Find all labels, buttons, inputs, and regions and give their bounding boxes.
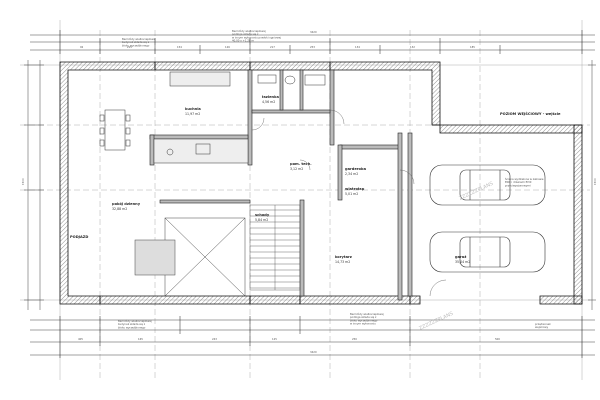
dimension-lines-bottom: [30, 316, 595, 358]
dimension-text: 132: [410, 45, 415, 49]
room-name-bath: łazienka: [261, 95, 279, 99]
exterior-walls: [59, 61, 583, 305]
dimension-text: 125: [272, 337, 277, 341]
svg-text:3420: 3420: [310, 350, 317, 354]
dimension-text: 243: [212, 337, 217, 341]
room-name-tech: pom. tech.: [290, 162, 312, 166]
dimension-text: 165: [138, 337, 143, 341]
room-area-wardrobe: 2,34 m2: [345, 172, 358, 176]
room-name-wardrobe: garderoba: [345, 167, 367, 171]
room-area-kitchen: 11,97 m2: [185, 112, 200, 116]
room-name-garage: garaż: [455, 255, 466, 259]
dimension-text: 405: [78, 337, 83, 341]
room-area-garage: 35,04 m2: [455, 260, 470, 264]
bathroom-fixtures: [257, 74, 326, 86]
kitchen-counters: [153, 71, 249, 164]
room-name-stairs: schody: [255, 213, 270, 217]
dimension-text: 215: [127, 45, 132, 49]
room-name-vestibule: wiatrołap: [345, 187, 365, 191]
dimension-text: 250: [352, 337, 357, 341]
dimension-text: 217: [270, 45, 275, 49]
dimension-text: 500: [495, 337, 500, 341]
room-area-hall: 14,73 m2: [335, 260, 350, 264]
dimension-text: 154: [177, 45, 182, 49]
dimension-lines-top: [30, 30, 595, 54]
room-area-tech: 3,12 m2: [290, 167, 303, 171]
door-swings: [251, 109, 447, 297]
dining-table: [99, 109, 131, 151]
garage-cars: [429, 164, 546, 273]
room-labels: kuchnia 11,97 m2 pokój dzienny 32,88 m2 …: [112, 95, 470, 264]
watermark: ZZZZZZPLANS: [458, 181, 494, 202]
svg-text:1500: 1500: [593, 178, 597, 185]
staircase[interactable]: [249, 204, 301, 291]
svg-text:1500: 1500: [21, 178, 25, 185]
level-title: POZIOM WEJŚCIOWY - wejście: [500, 111, 561, 116]
room-area-stairs: 5,84 m2: [255, 218, 268, 222]
watermark-2: ZZZZZZPLANS: [418, 311, 454, 332]
svg-text:3420: 3420: [310, 30, 317, 34]
dimension-texts: 3420 3420 1500 1500 92 215 154 126 217 253 134…: [21, 30, 597, 354]
interior-walls: [149, 69, 413, 301]
room-area-bath: 4,56 m2: [262, 100, 275, 104]
dimension-text: 92: [80, 45, 84, 49]
room-area-vestibule: 5,01 m2: [345, 192, 358, 196]
dimension-lines-side: [24, 60, 596, 310]
dimension-text: 134: [355, 45, 360, 49]
void-opening: [134, 217, 246, 297]
room-name-hall: korytarz: [335, 255, 352, 259]
dimension-text: 185: [470, 45, 475, 49]
dimension-text: 126: [225, 45, 230, 49]
room-name-kitchen: kuchnia: [185, 107, 201, 111]
room-name-living: pokój dzienny: [112, 202, 141, 206]
room-area-living: 32,88 m2: [112, 207, 127, 211]
svg-text:PODJAZD: PODJAZD: [70, 235, 88, 239]
dimension-text: 253: [310, 45, 315, 49]
